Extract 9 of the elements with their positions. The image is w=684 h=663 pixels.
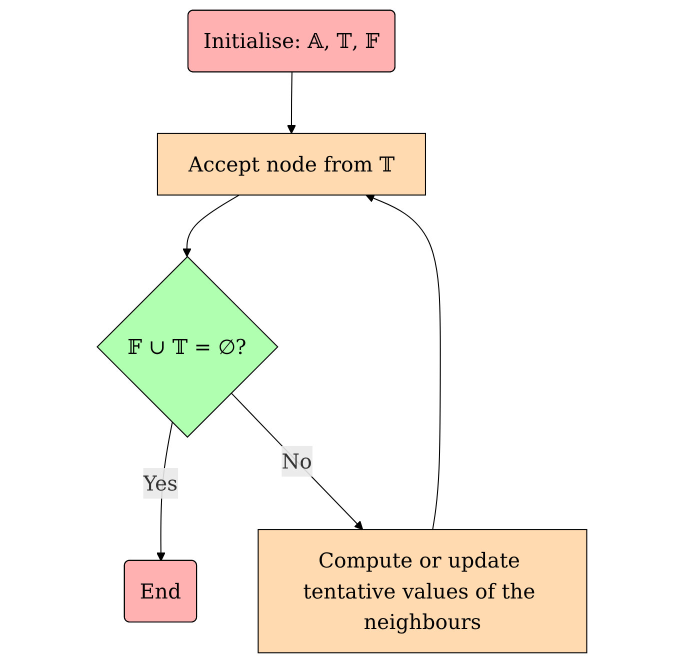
- node-box: Compute or update tentative values of the neighbours: [258, 529, 588, 654]
- edge-label: No: [282, 449, 312, 474]
- edge-label: Yes: [143, 471, 178, 496]
- node-box: Accept node from 𝕋: [156, 132, 426, 196]
- arrow: [286, 72, 296, 134]
- node-diamond: 𝔽 ∪ 𝕋 = ∅?: [96, 256, 278, 438]
- arrow: [365, 194, 441, 530]
- arrow: [230, 392, 364, 530]
- arrow: [182, 194, 240, 258]
